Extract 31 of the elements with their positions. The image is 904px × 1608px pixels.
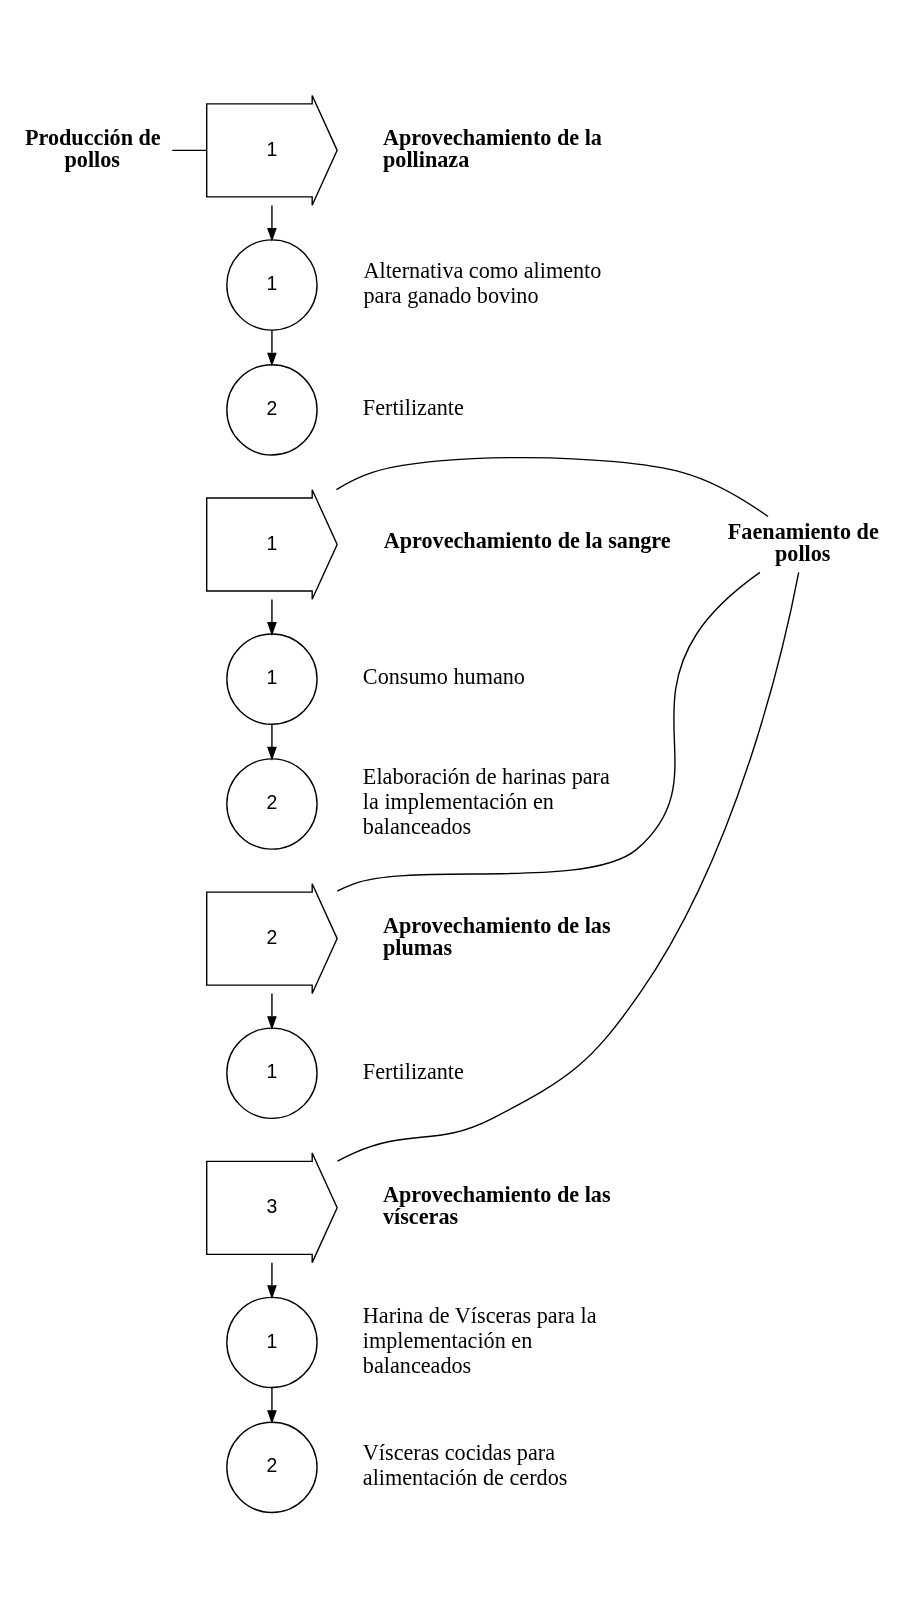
node-label: Elaboración de harinas para la implementación en balanceados [362, 764, 610, 840]
arrow [267, 723, 277, 761]
node-circle: 1 [226, 239, 318, 331]
node-text: Faenamiento de pollos [727, 518, 879, 566]
node-text: Producción de pollos [24, 124, 161, 172]
node-circle: 1 [226, 1027, 318, 1120]
arrow [267, 598, 277, 636]
node-label: Vísceras cocidas para alimentación de cerdos [362, 1440, 568, 1491]
connector [335, 456, 769, 518]
node-label: Aprovechamiento de las plumas [382, 912, 611, 960]
node-circle: 1 [226, 1296, 318, 1389]
connector [171, 149, 208, 152]
arrow [267, 204, 277, 242]
arrow [267, 329, 277, 367]
node-label: Alternativa como alimento para ganado bovino [363, 257, 602, 308]
node-label: Fertilizante [362, 395, 464, 421]
node-label: Aprovechamiento de la sangre [383, 528, 671, 554]
node-label: Harina de Vísceras para la implementación en balanceados [362, 1302, 597, 1378]
node-label: Fertilizante [362, 1058, 464, 1084]
node-circle: 2 [226, 758, 318, 850]
connector [336, 571, 800, 1162]
arrow [267, 1262, 277, 1300]
node-circle: 2 [226, 364, 318, 456]
node-circle: 1 [226, 633, 318, 725]
node-label: Aprovechamiento de la pollinaza [382, 124, 602, 172]
node-label: Consumo humano [362, 664, 525, 690]
connector [336, 571, 761, 892]
arrow [267, 992, 277, 1031]
node-circle: 2 [226, 1421, 318, 1514]
node-label: Aprovechamiento de las vísceras [382, 1182, 611, 1230]
arrow [267, 1387, 277, 1425]
